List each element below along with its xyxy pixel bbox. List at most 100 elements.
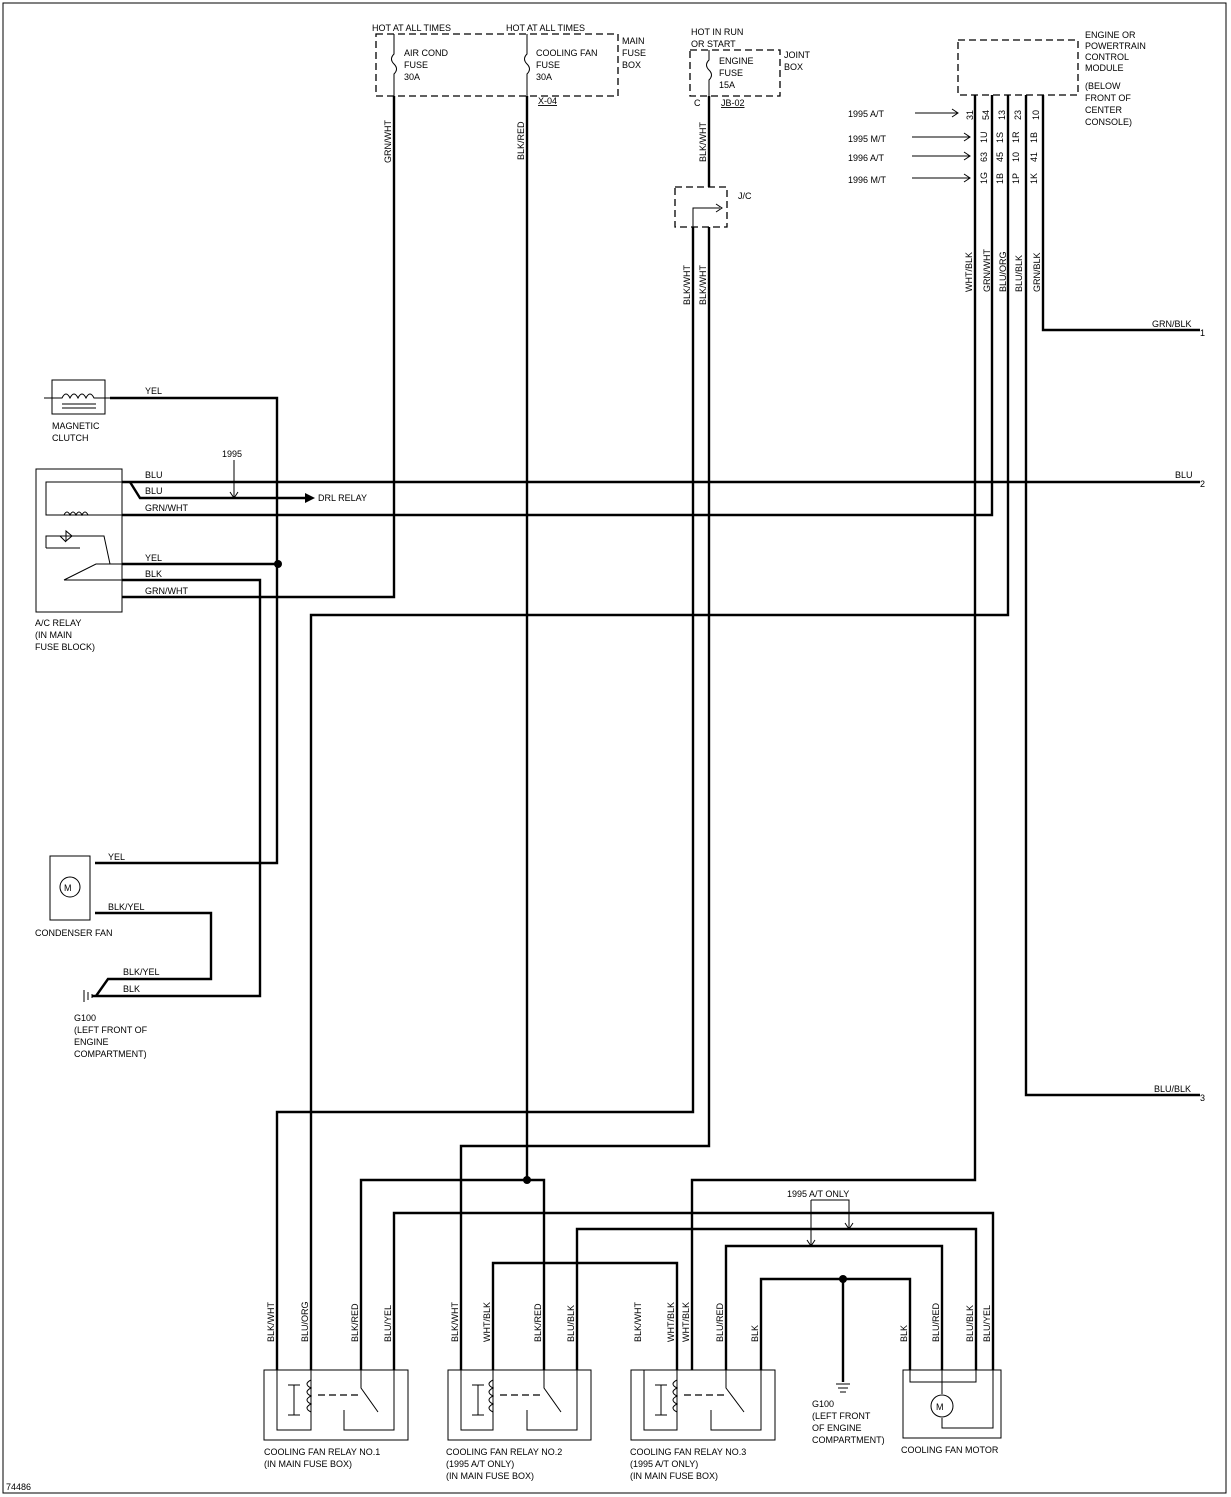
wire-label: BLU/RED bbox=[715, 1302, 725, 1342]
relay-2-coil-icon bbox=[488, 1379, 495, 1413]
ecm-row-1995-at: 1995 A/T bbox=[848, 109, 885, 119]
pin-label: 31 bbox=[965, 110, 975, 120]
condenser-fan: M CONDENSER FAN bbox=[35, 855, 113, 938]
condenser-motor-symbol: M bbox=[64, 883, 72, 893]
relay-3-label-3: (IN MAIN FUSE BOX) bbox=[630, 1471, 718, 1481]
relay-3-coil-frame bbox=[643, 1370, 678, 1431]
relay-1-box bbox=[263, 1369, 409, 1441]
figure-id: 74486 bbox=[6, 1482, 31, 1492]
ecm-label-4: MODULE bbox=[1085, 63, 1124, 73]
hot-in-run-label-2: OR START bbox=[691, 39, 736, 49]
splice-dot bbox=[274, 560, 282, 568]
ac-relay-label-1: A/C RELAY bbox=[35, 618, 81, 628]
ecm-label-1: ENGINE OR bbox=[1085, 30, 1136, 40]
g100-label-4: COMPARTMENT) bbox=[74, 1049, 147, 1059]
wire-blu-drl bbox=[128, 481, 305, 500]
pin-label: 13 bbox=[997, 110, 1007, 120]
hot-in-run-label-1: HOT IN RUN bbox=[691, 27, 743, 37]
main-fuse-box-label-2: FUSE bbox=[622, 48, 646, 58]
pin-label: 1R bbox=[1011, 131, 1021, 143]
magnetic-clutch: MAGNETIC CLUTCH bbox=[44, 379, 110, 443]
cooling-fan-relay-2: COOLING FAN RELAY NO.2 (1995 A/T ONLY) (… bbox=[446, 1369, 592, 1481]
engine-fuse-rating: 15A bbox=[719, 80, 735, 90]
right-edge-num-1: 1 bbox=[1200, 328, 1205, 338]
wire-label: WHT/BLK bbox=[666, 1302, 676, 1342]
splice-dot bbox=[839, 1275, 847, 1283]
wire-blu-blk-motor bbox=[849, 1227, 978, 1370]
at-only-arrow-2 bbox=[811, 1199, 854, 1230]
g100b-label-2: (LEFT FRONT bbox=[812, 1411, 871, 1421]
splice-dot bbox=[523, 1176, 531, 1184]
engine-fuse-label-2: FUSE bbox=[719, 68, 743, 78]
wire-blu-blk-ecm bbox=[1024, 95, 1200, 1097]
wire-label: BLU/YEL bbox=[383, 1305, 393, 1342]
wire-blk-ground bbox=[92, 578, 262, 998]
air-cond-fuse-label-2: FUSE bbox=[404, 60, 428, 70]
condenser-fan-box bbox=[49, 855, 91, 921]
wire-label-yel-3: YEL bbox=[108, 852, 125, 862]
g100b-label-4: COMPARTMENT) bbox=[812, 1435, 885, 1445]
junction-arrow bbox=[715, 203, 723, 213]
fan-motor-label: COOLING FAN MOTOR bbox=[901, 1445, 999, 1455]
wire-label: BLU/BLK bbox=[566, 1305, 576, 1342]
wire-label-yel-2: YEL bbox=[145, 553, 162, 563]
ecm-row-1995-mt: 1995 M/T bbox=[848, 134, 887, 144]
engine-control-module: ENGINE OR POWERTRAIN CONTROL MODULE (BEL… bbox=[848, 30, 1146, 292]
right-edge-wire-1: GRN/BLK bbox=[1152, 319, 1192, 329]
joint-box-label-2: BOX bbox=[784, 62, 803, 72]
wire-grn-wht-ecm bbox=[122, 95, 994, 517]
drl-relay-label: DRL RELAY bbox=[318, 493, 367, 503]
pin-label: 1B bbox=[995, 173, 1005, 184]
relay-2-coil-frame bbox=[460, 1370, 494, 1431]
g100-label-3: ENGINE bbox=[74, 1037, 109, 1047]
pin-label: 10 bbox=[1031, 110, 1041, 120]
wire-label-blu-2: BLU bbox=[145, 486, 163, 496]
wire-label-blk-2: BLK bbox=[123, 984, 140, 994]
wire-label-blk-wht-v3: BLK/WHT bbox=[698, 264, 708, 305]
drl-relay-arrow bbox=[305, 493, 315, 503]
relay-3-label-2: (1995 A/T ONLY) bbox=[630, 1459, 698, 1469]
at-only-label: 1995 A/T ONLY bbox=[787, 1189, 849, 1199]
wire-blk-wht-relay1 bbox=[275, 227, 695, 1370]
wire-label-blk-yel-2: BLK/YEL bbox=[123, 967, 160, 977]
relay-3-coil-icon bbox=[672, 1379, 679, 1413]
junction-connector-outline bbox=[674, 186, 728, 228]
pin-label: 54 bbox=[981, 110, 991, 120]
air-cond-fuse-symbol bbox=[391, 34, 397, 96]
wire-blu-org-ecm bbox=[309, 95, 1010, 1370]
right-edge-num-2: 2 bbox=[1200, 479, 1205, 489]
cooling-fan-relay-3: COOLING FAN RELAY NO.3 (1995 A/T ONLY) (… bbox=[630, 1369, 776, 1481]
junction-connector: J/C bbox=[674, 186, 752, 228]
wire-label: BLU/YEL bbox=[982, 1305, 992, 1342]
wire-grn-wht-ac-fuse bbox=[122, 96, 396, 599]
ecm-row-1996-mt: 1996 M/T bbox=[848, 175, 887, 185]
wire-label-blu: BLU bbox=[145, 470, 163, 480]
pin-label: 1P bbox=[1011, 173, 1021, 184]
air-cond-fuse-rating: 30A bbox=[404, 72, 420, 82]
wire-label-grn-wht-v: GRN/WHT bbox=[383, 120, 393, 163]
cooling-fan-relay-1: COOLING FAN RELAY NO.1 (IN MAIN FUSE BOX… bbox=[263, 1369, 409, 1469]
year-1995-label: 1995 bbox=[222, 449, 242, 459]
ecm-wire-labels: WHT/BLK GRN/WHT BLU/ORG BLU/BLK GRN/BLK bbox=[964, 249, 1042, 292]
bottom-wire-labels: BLK/WHT BLU/ORG BLK/RED BLU/YEL BLK/WHT … bbox=[266, 1301, 992, 1342]
wiring-harness bbox=[92, 95, 1200, 1382]
ground-g100-left: G100 (LEFT FRONT OF ENGINE COMPARTMENT) bbox=[74, 990, 148, 1059]
ecm-label-5: (BELOW bbox=[1085, 81, 1121, 91]
wire-blk-yel bbox=[95, 911, 213, 997]
clutch-core-icon bbox=[62, 403, 96, 409]
main-fuse-box-label-3: BOX bbox=[622, 60, 641, 70]
ac-relay: A/C RELAY (IN MAIN FUSE BLOCK) bbox=[35, 468, 123, 652]
pin-label: 1B bbox=[1029, 132, 1039, 143]
right-edge-wire-3: BLU/BLK bbox=[1154, 1084, 1191, 1094]
fan-motor-box bbox=[902, 1369, 1002, 1439]
relay-2-switch-icon bbox=[526, 1370, 578, 1431]
fan-motor-wiring bbox=[909, 1370, 994, 1429]
wire-blk-wht-relay2 bbox=[459, 227, 711, 1370]
pin-label: 1S bbox=[995, 132, 1005, 143]
cooling-fan-motor: M COOLING FAN MOTOR bbox=[901, 1369, 1002, 1455]
right-edge-wire-2: BLU bbox=[1175, 470, 1193, 480]
pin-label: 41 bbox=[1029, 152, 1039, 162]
wire-label: BLK/WHT bbox=[450, 1301, 460, 1342]
air-cond-fuse-label: AIR COND bbox=[404, 48, 449, 58]
